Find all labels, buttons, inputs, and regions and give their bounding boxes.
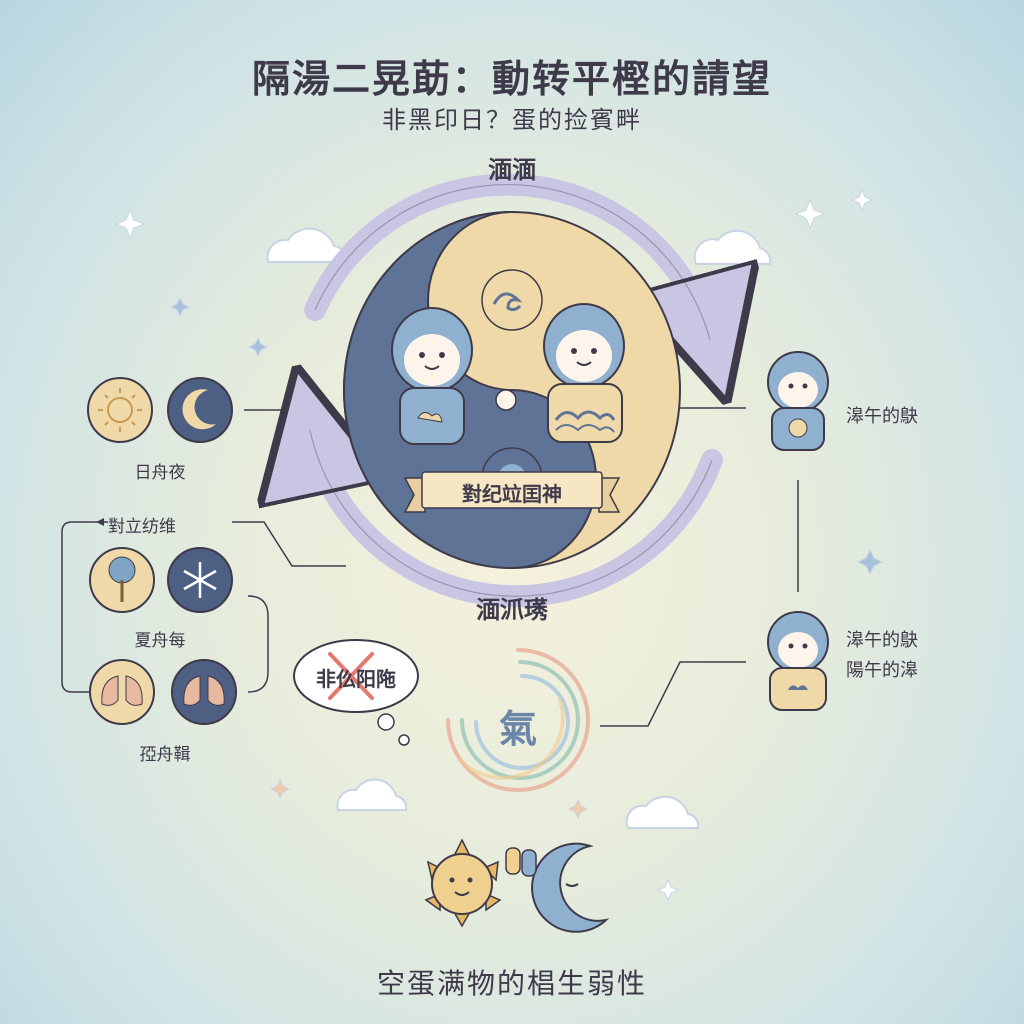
holding-hands	[495, 389, 517, 411]
organ-label: 孲舟䩰	[139, 745, 191, 765]
thought-bubble-text: 非仫阳陁	[316, 667, 396, 691]
cycle-arrow-top	[304, 173, 710, 340]
footer-caption: 空蛋满物的椙生弱性	[376, 967, 647, 1000]
cycle-arrow-bottom-outline	[309, 429, 713, 597]
right-figure-bottom	[767, 611, 829, 711]
sparkles	[114, 188, 884, 902]
moon-character-icon	[531, 842, 610, 933]
season-label: 夏舟每	[134, 631, 186, 651]
qi-swirl-icon	[446, 648, 590, 792]
cycle-arrow-bottom	[310, 430, 723, 608]
organ-icon	[171, 659, 237, 725]
banner-ribbon	[403, 471, 621, 513]
lungs-icon	[89, 659, 155, 725]
qi-character: 氣	[498, 707, 537, 751]
sun-character-icon	[424, 838, 502, 928]
sun-icon	[87, 377, 153, 443]
right-figure-bottom-label-1: 滜午的鴃	[846, 630, 918, 651]
cycle-arrow-top-outline	[314, 183, 711, 341]
page-subtitle: 非黑印日？蛋的捡賓畔	[382, 106, 642, 134]
right-figure-top-label: 滜午的鴃	[846, 406, 918, 427]
thought-bubble	[293, 639, 419, 746]
cross-mark	[328, 652, 374, 700]
cloud-icon-bottom-right	[625, 795, 700, 829]
yang-figure	[543, 303, 625, 443]
cloud-icon-bottom-left	[336, 778, 408, 811]
tree-icon	[89, 547, 155, 613]
right-figure-bottom-label-2: 陽午的滜	[846, 660, 918, 681]
snowflake-icon	[167, 547, 233, 613]
cycle-label-top: 湎湎	[488, 156, 536, 184]
banner-label: 對纪竝囯神	[462, 482, 562, 506]
right-figure-top	[767, 351, 829, 451]
yin-figure	[391, 307, 473, 445]
high-five-hands	[505, 847, 537, 877]
yin-yang-symbol	[343, 211, 681, 570]
page-title: 隔湯二晃莇：動转平樫的請望	[251, 57, 772, 101]
day-night-label: 日舟夜	[134, 463, 186, 483]
moon-icon	[167, 377, 233, 443]
cloud-icon-right	[693, 229, 772, 265]
opposition-label: 對立纺维	[108, 517, 176, 537]
cycle-label-bottom: 湎沠璓	[476, 596, 548, 624]
